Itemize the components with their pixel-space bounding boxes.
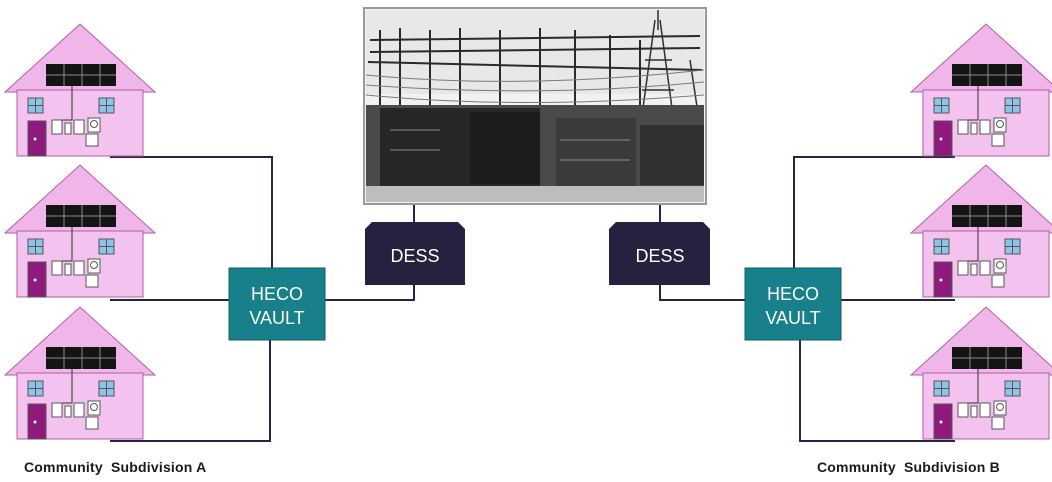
caption-subdivision-b: Community Subdivision B <box>817 459 1000 475</box>
vault-left-line1: HECO <box>251 284 303 304</box>
dess-right: DESS <box>609 222 710 285</box>
dess-left: DESS <box>365 222 465 285</box>
vault-left-line2: VAULT <box>249 308 304 328</box>
caption-subdivision-a: Community Subdivision A <box>24 459 207 475</box>
connection-lines <box>110 156 955 442</box>
heco-vault-right: HECO VAULT <box>744 267 842 341</box>
house-icon-b3 <box>910 306 1052 440</box>
substation-photo <box>363 7 707 205</box>
heco-vault-left: HECO VAULT <box>228 267 326 341</box>
house-icon-a1 <box>4 23 156 157</box>
house-icon-b1 <box>910 23 1052 157</box>
vault-right-line1: HECO <box>767 284 819 304</box>
dess-right-label: DESS <box>635 246 684 266</box>
dess-left-label: DESS <box>390 246 439 266</box>
vault-right-line2: VAULT <box>765 308 820 328</box>
house-icon-b2 <box>910 164 1052 298</box>
house-icon-a2 <box>4 164 156 298</box>
house-icon-a3 <box>4 306 156 440</box>
